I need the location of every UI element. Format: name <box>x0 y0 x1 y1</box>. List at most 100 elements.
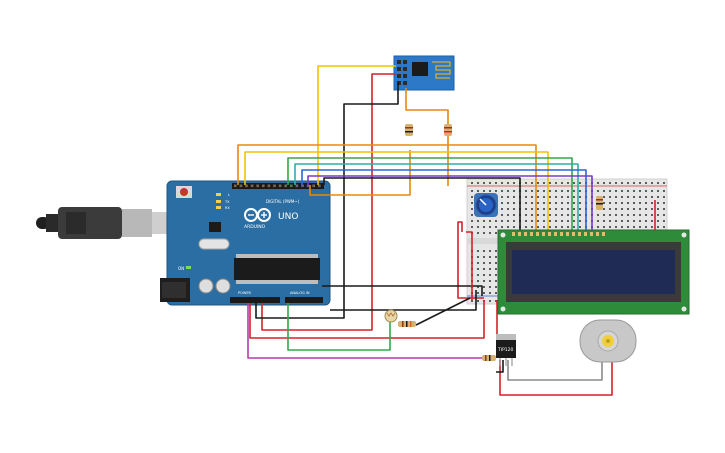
breadboard-hole[interactable] <box>639 226 641 228</box>
lcd-pin[interactable] <box>518 232 521 236</box>
breadboard-hole[interactable] <box>495 190 497 192</box>
breadboard-hole[interactable] <box>489 232 491 234</box>
breadboard-hole[interactable] <box>609 182 611 184</box>
breadboard-hole[interactable] <box>651 208 653 210</box>
lcd-pin[interactable] <box>596 232 599 236</box>
breadboard-hole[interactable] <box>657 190 659 192</box>
breadboard-hole[interactable] <box>567 226 569 228</box>
breadboard-hole[interactable] <box>531 196 533 198</box>
breadboard-hole[interactable] <box>531 220 533 222</box>
breadboard-hole[interactable] <box>633 196 635 198</box>
breadboard-hole[interactable] <box>573 202 575 204</box>
breadboard-hole[interactable] <box>537 202 539 204</box>
breadboard-hole[interactable] <box>537 220 539 222</box>
breadboard-hole[interactable] <box>639 202 641 204</box>
digital-header[interactable] <box>232 183 324 189</box>
breadboard-hole[interactable] <box>489 292 491 294</box>
breadboard-hole[interactable] <box>567 202 569 204</box>
breadboard-hole[interactable] <box>501 182 503 184</box>
wire-red-pot[interactable] <box>457 221 484 299</box>
breadboard-hole[interactable] <box>567 208 569 210</box>
wire-black-esp[interactable] <box>255 82 399 319</box>
breadboard-hole[interactable] <box>501 208 503 210</box>
breadboard-hole[interactable] <box>483 274 485 276</box>
breadboard-hole[interactable] <box>495 256 497 258</box>
breadboard-hole[interactable] <box>615 208 617 210</box>
breadboard-hole[interactable] <box>597 190 599 192</box>
lcd-pin[interactable] <box>602 232 605 236</box>
breadboard-hole[interactable] <box>489 300 491 302</box>
breadboard-hole[interactable] <box>543 196 545 198</box>
breadboard-hole[interactable] <box>573 182 575 184</box>
breadboard-hole[interactable] <box>561 182 563 184</box>
breadboard-hole[interactable] <box>579 190 581 192</box>
breadboard-hole[interactable] <box>567 196 569 198</box>
breadboard-hole[interactable] <box>561 214 563 216</box>
breadboard-hole[interactable] <box>555 214 557 216</box>
breadboard-hole[interactable] <box>507 202 509 204</box>
breadboard-hole[interactable] <box>501 226 503 228</box>
breadboard-hole[interactable] <box>561 226 563 228</box>
breadboard-hole[interactable] <box>495 268 497 270</box>
breadboard-hole[interactable] <box>627 214 629 216</box>
breadboard-hole[interactable] <box>573 196 575 198</box>
breadboard-hole[interactable] <box>489 256 491 258</box>
breadboard-hole[interactable] <box>561 190 563 192</box>
wire-red-bb-right-2[interactable] <box>466 231 473 300</box>
base-resistor[interactable] <box>482 355 496 361</box>
breadboard-hole[interactable] <box>633 220 635 222</box>
breadboard-hole[interactable] <box>477 286 479 288</box>
wire-yellow-esp[interactable] <box>317 65 396 185</box>
header-pin[interactable] <box>262 184 265 188</box>
breadboard-hole[interactable] <box>663 214 665 216</box>
breadboard-hole[interactable] <box>477 300 479 302</box>
breadboard-hole[interactable] <box>471 220 473 222</box>
breadboard-hole[interactable] <box>471 202 473 204</box>
breadboard-hole[interactable] <box>495 286 497 288</box>
header-pin[interactable] <box>318 184 321 188</box>
power-header[interactable] <box>230 297 280 303</box>
breadboard-hole[interactable] <box>513 196 515 198</box>
breadboard-hole[interactable] <box>507 182 509 184</box>
breadboard-hole[interactable] <box>645 196 647 198</box>
breadboard-hole[interactable] <box>489 190 491 192</box>
breadboard-hole[interactable] <box>507 220 509 222</box>
breadboard-hole[interactable] <box>651 220 653 222</box>
breadboard-hole[interactable] <box>603 226 605 228</box>
wire-red-motor-2[interactable] <box>499 360 613 396</box>
breadboard-hole[interactable] <box>645 214 647 216</box>
breadboard-hole[interactable] <box>477 220 479 222</box>
breadboard-hole[interactable] <box>555 208 557 210</box>
breadboard-hole[interactable] <box>513 182 515 184</box>
breadboard-hole[interactable] <box>501 202 503 204</box>
breadboard-hole[interactable] <box>573 220 575 222</box>
breadboard-hole[interactable] <box>561 202 563 204</box>
breadboard-hole[interactable] <box>537 226 539 228</box>
breadboard-hole[interactable] <box>471 226 473 228</box>
analog-header[interactable] <box>285 297 323 303</box>
breadboard-hole[interactable] <box>471 190 473 192</box>
breadboard-hole[interactable] <box>651 202 653 204</box>
breadboard-hole[interactable] <box>645 226 647 228</box>
breadboard-hole[interactable] <box>579 214 581 216</box>
breadboard-hole[interactable] <box>615 190 617 192</box>
breadboard-hole[interactable] <box>639 208 641 210</box>
breadboard-hole[interactable] <box>609 208 611 210</box>
breadboard-hole[interactable] <box>495 182 497 184</box>
lcd-pin[interactable] <box>536 232 539 236</box>
breadboard-hole[interactable] <box>555 220 557 222</box>
breadboard-hole[interactable] <box>651 214 653 216</box>
breadboard-hole[interactable] <box>651 182 653 184</box>
breadboard-hole[interactable] <box>621 182 623 184</box>
breadboard-hole[interactable] <box>627 220 629 222</box>
breadboard-hole[interactable] <box>495 292 497 294</box>
breadboard-hole[interactable] <box>507 226 509 228</box>
wire-purple-lcd[interactable] <box>307 175 593 232</box>
breadboard-hole[interactable] <box>507 214 509 216</box>
breadboard-hole[interactable] <box>603 214 605 216</box>
breadboard-hole[interactable] <box>543 220 545 222</box>
breadboard-hole[interactable] <box>477 268 479 270</box>
breadboard-hole[interactable] <box>639 214 641 216</box>
breadboard-hole[interactable] <box>483 280 485 282</box>
breadboard-hole[interactable] <box>615 196 617 198</box>
